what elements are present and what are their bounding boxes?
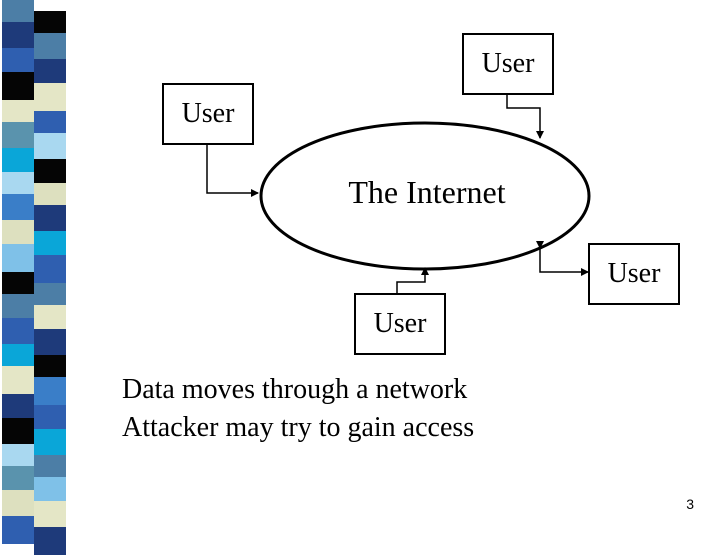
user-label: User (181, 98, 235, 129)
strip-tile (2, 244, 34, 272)
strip-tile (34, 305, 66, 329)
strip-tile (34, 329, 66, 355)
user-box-bottom: User (354, 293, 446, 355)
strip-tile (34, 455, 66, 477)
strip-tile (2, 516, 34, 544)
user-box-top: User (462, 33, 554, 95)
strip-tile (34, 429, 66, 455)
strip-tile (2, 72, 34, 100)
user-label: User (607, 258, 661, 289)
strip-tile (34, 59, 66, 83)
caption-line-2: Attacker may try to gain access (122, 412, 475, 443)
strip-tile (34, 133, 66, 159)
strip-tile (2, 48, 34, 72)
strip-tile (2, 122, 34, 148)
connector-user-top (503, 88, 544, 139)
strip-tile (2, 418, 34, 444)
strip-tile (34, 183, 66, 205)
strip-tile (2, 172, 34, 194)
strip-tile (2, 100, 34, 122)
strip-tile (34, 501, 66, 527)
strip-tile (2, 444, 34, 466)
strip-tile (34, 231, 66, 255)
strip-tile (34, 33, 66, 59)
strip-tile (2, 22, 34, 48)
strip-tile (34, 205, 66, 231)
strip-tile (2, 344, 34, 366)
strip-tile (34, 111, 66, 133)
strip-tile (2, 466, 34, 490)
strip-tile (34, 477, 66, 501)
connector-user-bottom (393, 267, 429, 300)
strip-tile (34, 283, 66, 305)
strip-tile (2, 0, 34, 22)
decorative-side-strip (0, 0, 68, 555)
network-diagram: User User User User The Internet (162, 33, 680, 355)
strip-tile (2, 148, 34, 172)
internet-label: The Internet (348, 174, 506, 210)
caption-line-1: Data moves through a network (122, 374, 468, 405)
strip-tile (2, 490, 34, 516)
strip-tile (34, 377, 66, 405)
strip-tile (2, 366, 34, 394)
strip-tile (2, 394, 34, 418)
strip-tile (2, 272, 34, 294)
user-label: User (373, 308, 427, 339)
strip-tile (2, 318, 34, 344)
strip-tile (2, 220, 34, 244)
strip-tile (34, 159, 66, 183)
connector-user-right (536, 241, 589, 276)
page-number: 3 (686, 496, 694, 512)
strip-tile (34, 355, 66, 377)
strip-tile (34, 83, 66, 111)
strip-tile (2, 194, 34, 220)
strip-tile (34, 255, 66, 283)
diagram-connectors (203, 88, 591, 300)
user-label: User (481, 48, 535, 79)
strip-tile (2, 294, 34, 318)
strip-tile (34, 11, 66, 33)
strip-tile (34, 405, 66, 429)
user-box-left: User (162, 83, 254, 145)
connector-user-left (203, 138, 259, 197)
user-box-right: User (588, 243, 680, 305)
